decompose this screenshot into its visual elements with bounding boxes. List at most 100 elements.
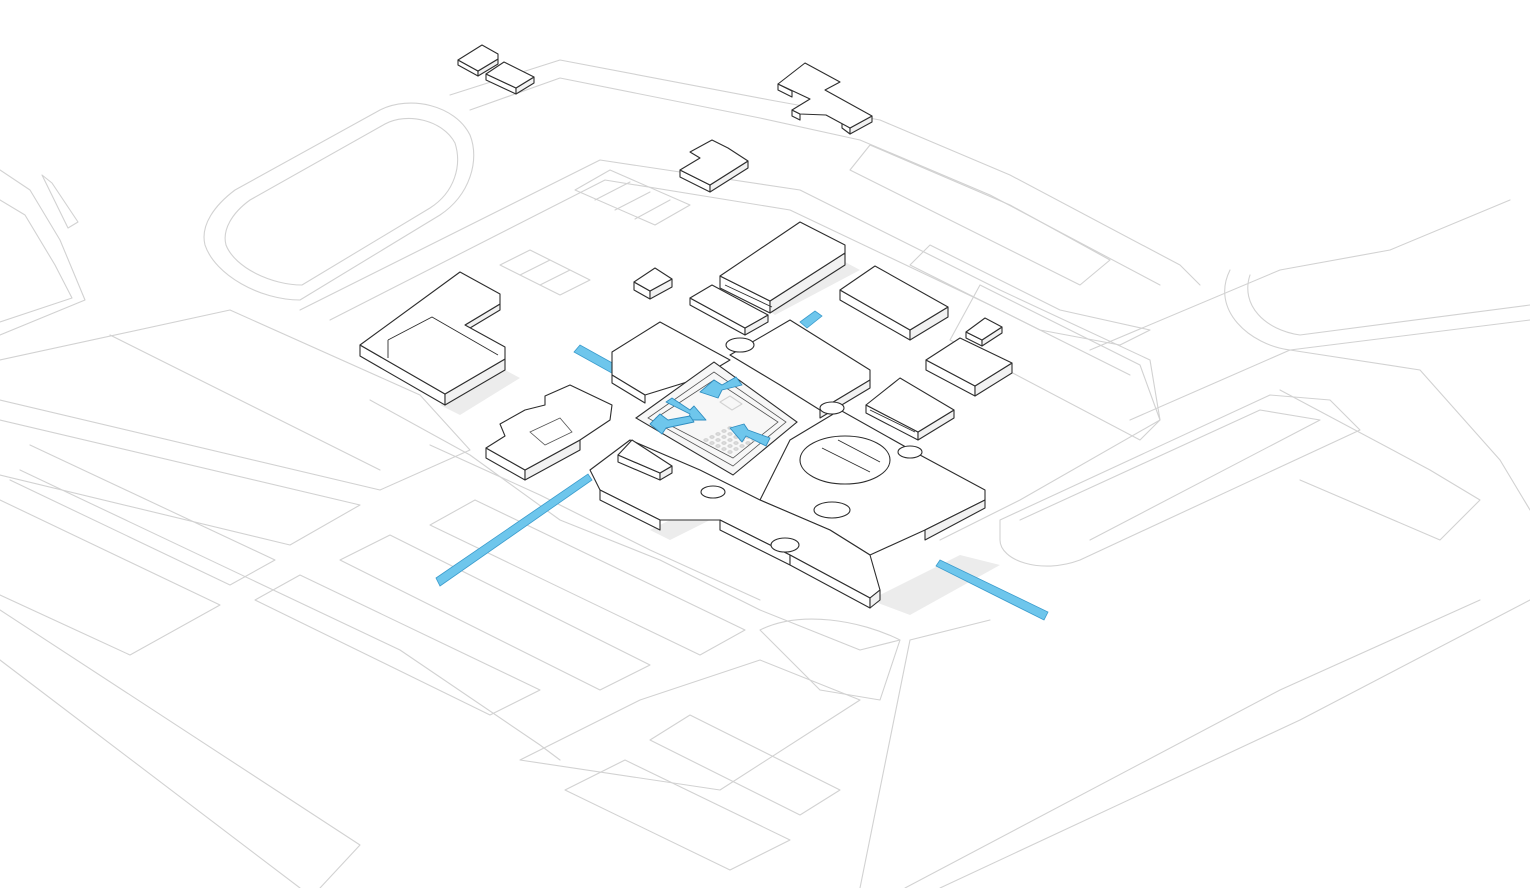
south-avenue-west-edge [859,619,991,888]
courtyard-seat-dot [715,432,721,436]
courtyard-seat-dot [745,441,751,445]
central-front-lawn [759,618,901,701]
site-small-lot-west [41,174,79,229]
courtyard-seat-dot [733,447,739,451]
south-parking-lot-2 [339,534,651,691]
far-east-road [1089,199,1511,351]
entry-pod-northeast [819,401,845,415]
south-parking-lot-5 [564,759,791,871]
building-west-large [359,271,506,406]
building-east-small-1 [965,317,1003,347]
south-parking-lot-6 [649,714,841,816]
main-school-west-wing-roof [485,384,613,471]
courtyard-seat-dot [733,441,739,445]
circulation-axis-northeast [799,310,823,329]
northeast-parking-1 [849,144,1111,286]
southwest-band-1 [0,609,361,888]
north-stall-line-2 [614,191,651,211]
south-parking-lot-3 [429,499,746,656]
building-east-small-3 [865,377,955,441]
outbuilding-northwest-2 [485,61,535,95]
west-parking-stall-line [109,334,381,471]
west-parking-row-1 [0,419,361,546]
courtyard-seat-dot [721,441,727,445]
courtyard-seat-dot [709,435,715,439]
courtyard-seat-dot [727,450,733,454]
south-avenue-median [904,599,1481,888]
north-stall-block [574,169,691,226]
west-parking-field [0,309,471,491]
courtyard-seating-grid [703,426,757,454]
southwest-band-3 [19,469,561,761]
northeast-parking-3 [949,284,1161,441]
east-parking-lot [999,394,1361,567]
north-stall-line-4 [519,259,551,276]
central-courtyard [634,361,798,476]
central-ring-road-inner [329,179,1131,376]
rooftop-box [617,439,673,474]
west-parking-row-3 [0,499,221,656]
running-track-inner [224,117,459,286]
building-east-small-2 [925,337,1013,397]
courtyard-seat-dot [727,432,733,436]
building-gym-annex [689,284,769,336]
flow-arrow-northwest [699,376,743,399]
west-parking-row-2 [9,444,276,586]
northeast-parking-2 [909,244,1151,346]
north-stall-line-5 [539,269,571,286]
east-parking-inner [1019,409,1321,541]
courtyard-seat-dot [727,444,733,448]
far-east-road-2 [1129,349,1530,511]
flow-arrow-west [665,397,707,421]
entry-pod-lower [770,537,800,553]
north-stall-block-2 [499,249,591,296]
running-track-outer [203,102,475,301]
shadow-main-school [870,555,1000,615]
site-context [0,59,1530,888]
flow-arrow-east [729,423,771,447]
circulation-axis-southwest [435,473,593,587]
courtyard-seat-dot [715,444,721,448]
circulation-axis-southeast [935,559,1049,621]
courtyard-inner-edge-2 [655,379,779,459]
courtyard-planter [719,395,743,411]
building-north-gym [719,221,846,314]
building-northeast-block [839,265,949,341]
site-road-west-inner [0,199,73,323]
site-road-west [0,169,86,336]
north-stall-line-3 [634,199,671,220]
central-ring-road-outer [299,159,1161,541]
courtyard-flow-arrows [649,376,771,447]
north-stall-line-1 [594,181,631,201]
courtyard-seat-dot [715,438,721,442]
courtyard-seat-dot [703,438,709,442]
shadow-west-block [440,370,520,415]
south-avenue-east-edge [939,599,1530,888]
entry-pod-southwest [700,485,726,499]
small-storage-building [633,267,673,300]
courtyard-seat-dot [721,435,727,439]
south-west-connector [369,399,901,651]
small-cluster-north [679,139,749,193]
courtyard-seat-dot [727,438,733,442]
courtyard-seat-dot [709,441,715,445]
courtyard-seat-dot [721,429,727,433]
courtyard-inner-edge [647,371,787,467]
entry-pod-north [725,337,755,353]
entry-pod-south [813,501,851,519]
campus-buildings [359,44,1013,609]
east-road-curve [1224,269,1530,351]
south-west-connector-2 [429,444,761,601]
entry-pod-east [897,445,923,459]
flow-arrow-southwest [649,413,695,435]
south-parking-lot-1 [254,574,541,716]
courtyard-seat-dot [721,447,727,451]
courtyard-seat-dot [739,444,745,448]
north-access-road [449,59,1201,286]
outbuilding-northwest-1 [457,44,499,77]
southwest-band-2 [0,659,301,888]
cross-building-north [777,62,873,135]
east-road-curve-inner [1247,274,1530,336]
